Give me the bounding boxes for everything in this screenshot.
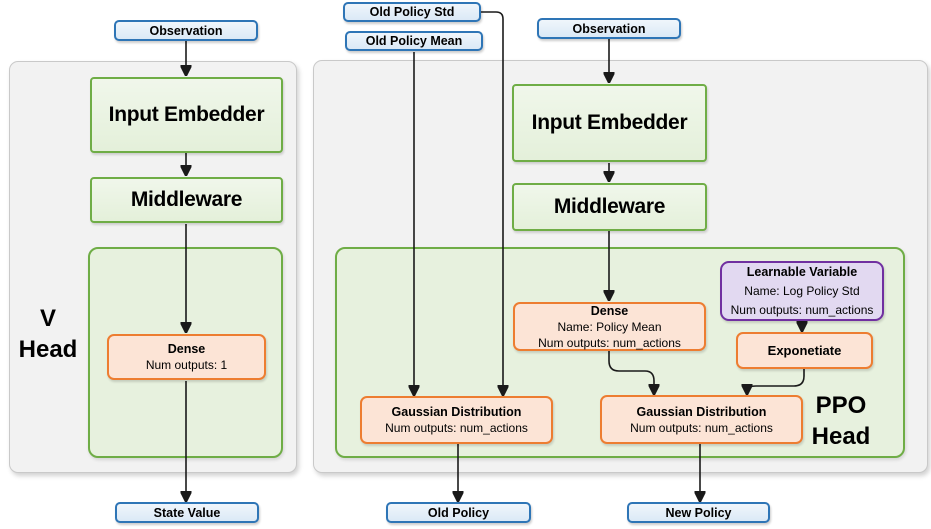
- gaussian-new-title: Gaussian Distribution: [636, 404, 767, 419]
- old-policy-mean-label: Old Policy Mean: [365, 34, 463, 48]
- exponetiate-block: Exponetiate: [736, 332, 873, 369]
- v-dense-num-outputs: Num outputs: 1: [145, 358, 228, 372]
- old-policy-mean-input: Old Policy Mean: [345, 31, 483, 51]
- learnable-variable-title: Learnable Variable: [746, 264, 858, 279]
- ppo-head-label: PPO Head: [798, 390, 884, 452]
- exponetiate-label: Exponetiate: [767, 342, 842, 358]
- ppo-input-embedder-block: Input Embedder: [512, 84, 707, 162]
- old-policy-std-input: Old Policy Std: [343, 2, 481, 22]
- new-policy-output-label: New Policy: [665, 505, 732, 520]
- old-policy-std-label: Old Policy Std: [369, 5, 455, 19]
- v-input-embedder-label: Input Embedder: [108, 103, 265, 126]
- ppo-head-label-line1: PPO: [815, 392, 867, 419]
- ppo-observation-label: Observation: [572, 21, 646, 36]
- new-policy-output: New Policy: [627, 502, 770, 523]
- old-policy-output: Old Policy: [386, 502, 531, 523]
- learnable-variable-name: Name: Log Policy Std: [744, 283, 860, 298]
- ppo-input-embedder-label: Input Embedder: [531, 111, 688, 134]
- v-head-label: V Head: [6, 303, 90, 365]
- v-middleware-block: Middleware: [90, 177, 283, 223]
- v-dense-block: Dense Num outputs: 1: [107, 334, 266, 380]
- gaussian-old-num-outputs: Num outputs: num_actions: [385, 421, 528, 435]
- state-value-label: State Value: [153, 505, 221, 520]
- gaussian-distribution-new-block: Gaussian Distribution Num outputs: num_a…: [600, 395, 803, 444]
- v-dense-title: Dense: [167, 342, 206, 356]
- old-policy-output-label: Old Policy: [427, 505, 490, 520]
- state-value-output: State Value: [115, 502, 259, 523]
- v-head-label-line1: V: [39, 305, 56, 332]
- ppo-middleware-block: Middleware: [512, 183, 707, 231]
- ppo-dense-num-outputs: Num outputs: num_actions: [538, 335, 681, 350]
- v-input-embedder-block: Input Embedder: [90, 77, 283, 153]
- v-head-label-line2: Head: [18, 336, 78, 363]
- ppo-head-label-line2: Head: [811, 423, 871, 450]
- ppo-middleware-label: Middleware: [553, 195, 666, 218]
- learnable-variable-block: Learnable Variable Name: Log Policy Std …: [720, 261, 884, 321]
- ppo-observation-input: Observation: [537, 18, 681, 39]
- ppo-dense-name: Name: Policy Mean: [557, 319, 662, 334]
- v-observation-label: Observation: [149, 23, 223, 38]
- ppo-dense-block: Dense Name: Policy Mean Num outputs: num…: [513, 302, 706, 351]
- learnable-variable-num-outputs: Num outputs: num_actions: [730, 302, 874, 317]
- v-middleware-label: Middleware: [130, 188, 243, 211]
- ppo-dense-title: Dense: [590, 303, 629, 318]
- gaussian-distribution-old-block: Gaussian Distribution Num outputs: num_a…: [360, 396, 553, 444]
- v-observation-input: Observation: [114, 20, 258, 41]
- gaussian-new-num-outputs: Num outputs: num_actions: [630, 420, 773, 435]
- gaussian-old-title: Gaussian Distribution: [391, 405, 522, 419]
